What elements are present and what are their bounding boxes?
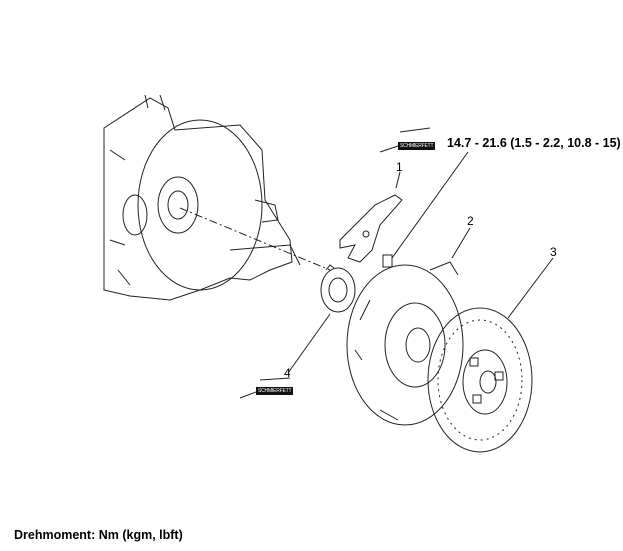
torque-unit-note: Drehmoment: Nm (kgm, lbft) <box>14 528 183 542</box>
grease-tag-bottom: SCHMIERFETT <box>256 387 294 395</box>
callout-1: 1 <box>396 160 403 174</box>
callout-4: 4 <box>284 366 291 380</box>
release-bearing <box>320 264 356 313</box>
center-axis <box>179 207 331 271</box>
callout-2: 2 <box>467 214 474 228</box>
clutch-disc <box>427 307 533 453</box>
transaxle-housing <box>103 94 301 301</box>
callout-3: 3 <box>550 245 557 259</box>
grease-tag-top: SCHMIERFETT <box>398 142 436 150</box>
bolt <box>382 254 393 268</box>
release-fork <box>339 194 403 263</box>
torque-spec: 14.7 - 21.6 (1.5 - 2.2, 10.8 - 15) <box>447 136 621 150</box>
clutch-cover <box>346 261 464 426</box>
leader-lines <box>239 127 554 399</box>
